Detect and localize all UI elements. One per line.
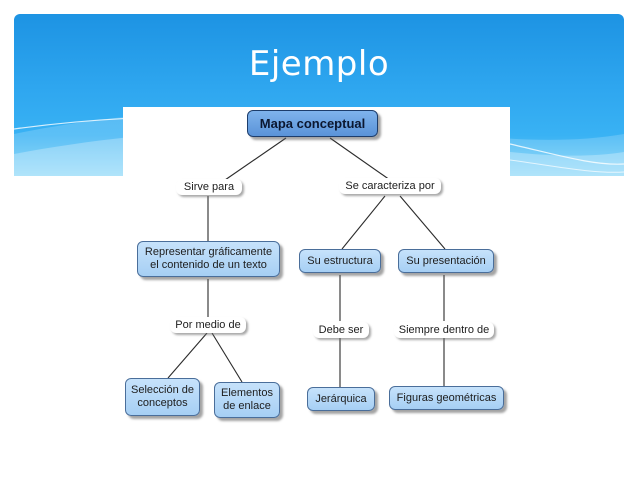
concept-label: Selección de conceptos <box>131 384 194 409</box>
concept-node-figuras-geometricas: Figuras geométricas <box>389 386 504 410</box>
concept-node-su-estructura: Su estructura <box>299 249 381 273</box>
link-label-text: Sirve para <box>183 181 235 193</box>
concept-label: Representar gráficamente el contenido de… <box>144 246 273 271</box>
concept-node-elementos-de-enlace: Elementos de enlace <box>214 382 280 418</box>
link-label-text: Siempre dentro de <box>398 324 490 336</box>
concept-node-mapa-conceptual: Mapa conceptual <box>247 110 378 137</box>
concept-node-representar: Representar gráficamente el contenido de… <box>137 241 280 277</box>
link-label-siempre-dentro-de: Siempre dentro de <box>394 322 494 338</box>
slide-title: Ejemplo <box>248 44 390 84</box>
concept-node-su-presentacion: Su presentación <box>398 249 494 273</box>
concept-node-seleccion-de-conceptos: Selección de conceptos <box>125 378 200 416</box>
concept-label: Mapa conceptual <box>259 116 366 131</box>
concept-label: Jerárquica <box>315 392 367 405</box>
concept-label: Figuras geométricas <box>396 391 497 404</box>
concept-node-jerarquica: Jerárquica <box>307 387 375 411</box>
link-label-sirve-para: Sirve para <box>176 179 242 195</box>
link-label-text: Se caracteriza por <box>345 180 435 192</box>
link-label-por-medio-de: Por medio de <box>170 317 246 333</box>
link-label-text: Debe ser <box>318 324 364 336</box>
link-label-se-caracteriza-por: Se caracteriza por <box>339 178 441 194</box>
link-label-debe-ser: Debe ser <box>313 322 369 338</box>
concept-label: Su presentación <box>406 254 486 267</box>
link-label-text: Por medio de <box>175 319 241 331</box>
concept-label: Su estructura <box>307 254 373 267</box>
concept-label: Elementos de enlace <box>221 387 273 412</box>
